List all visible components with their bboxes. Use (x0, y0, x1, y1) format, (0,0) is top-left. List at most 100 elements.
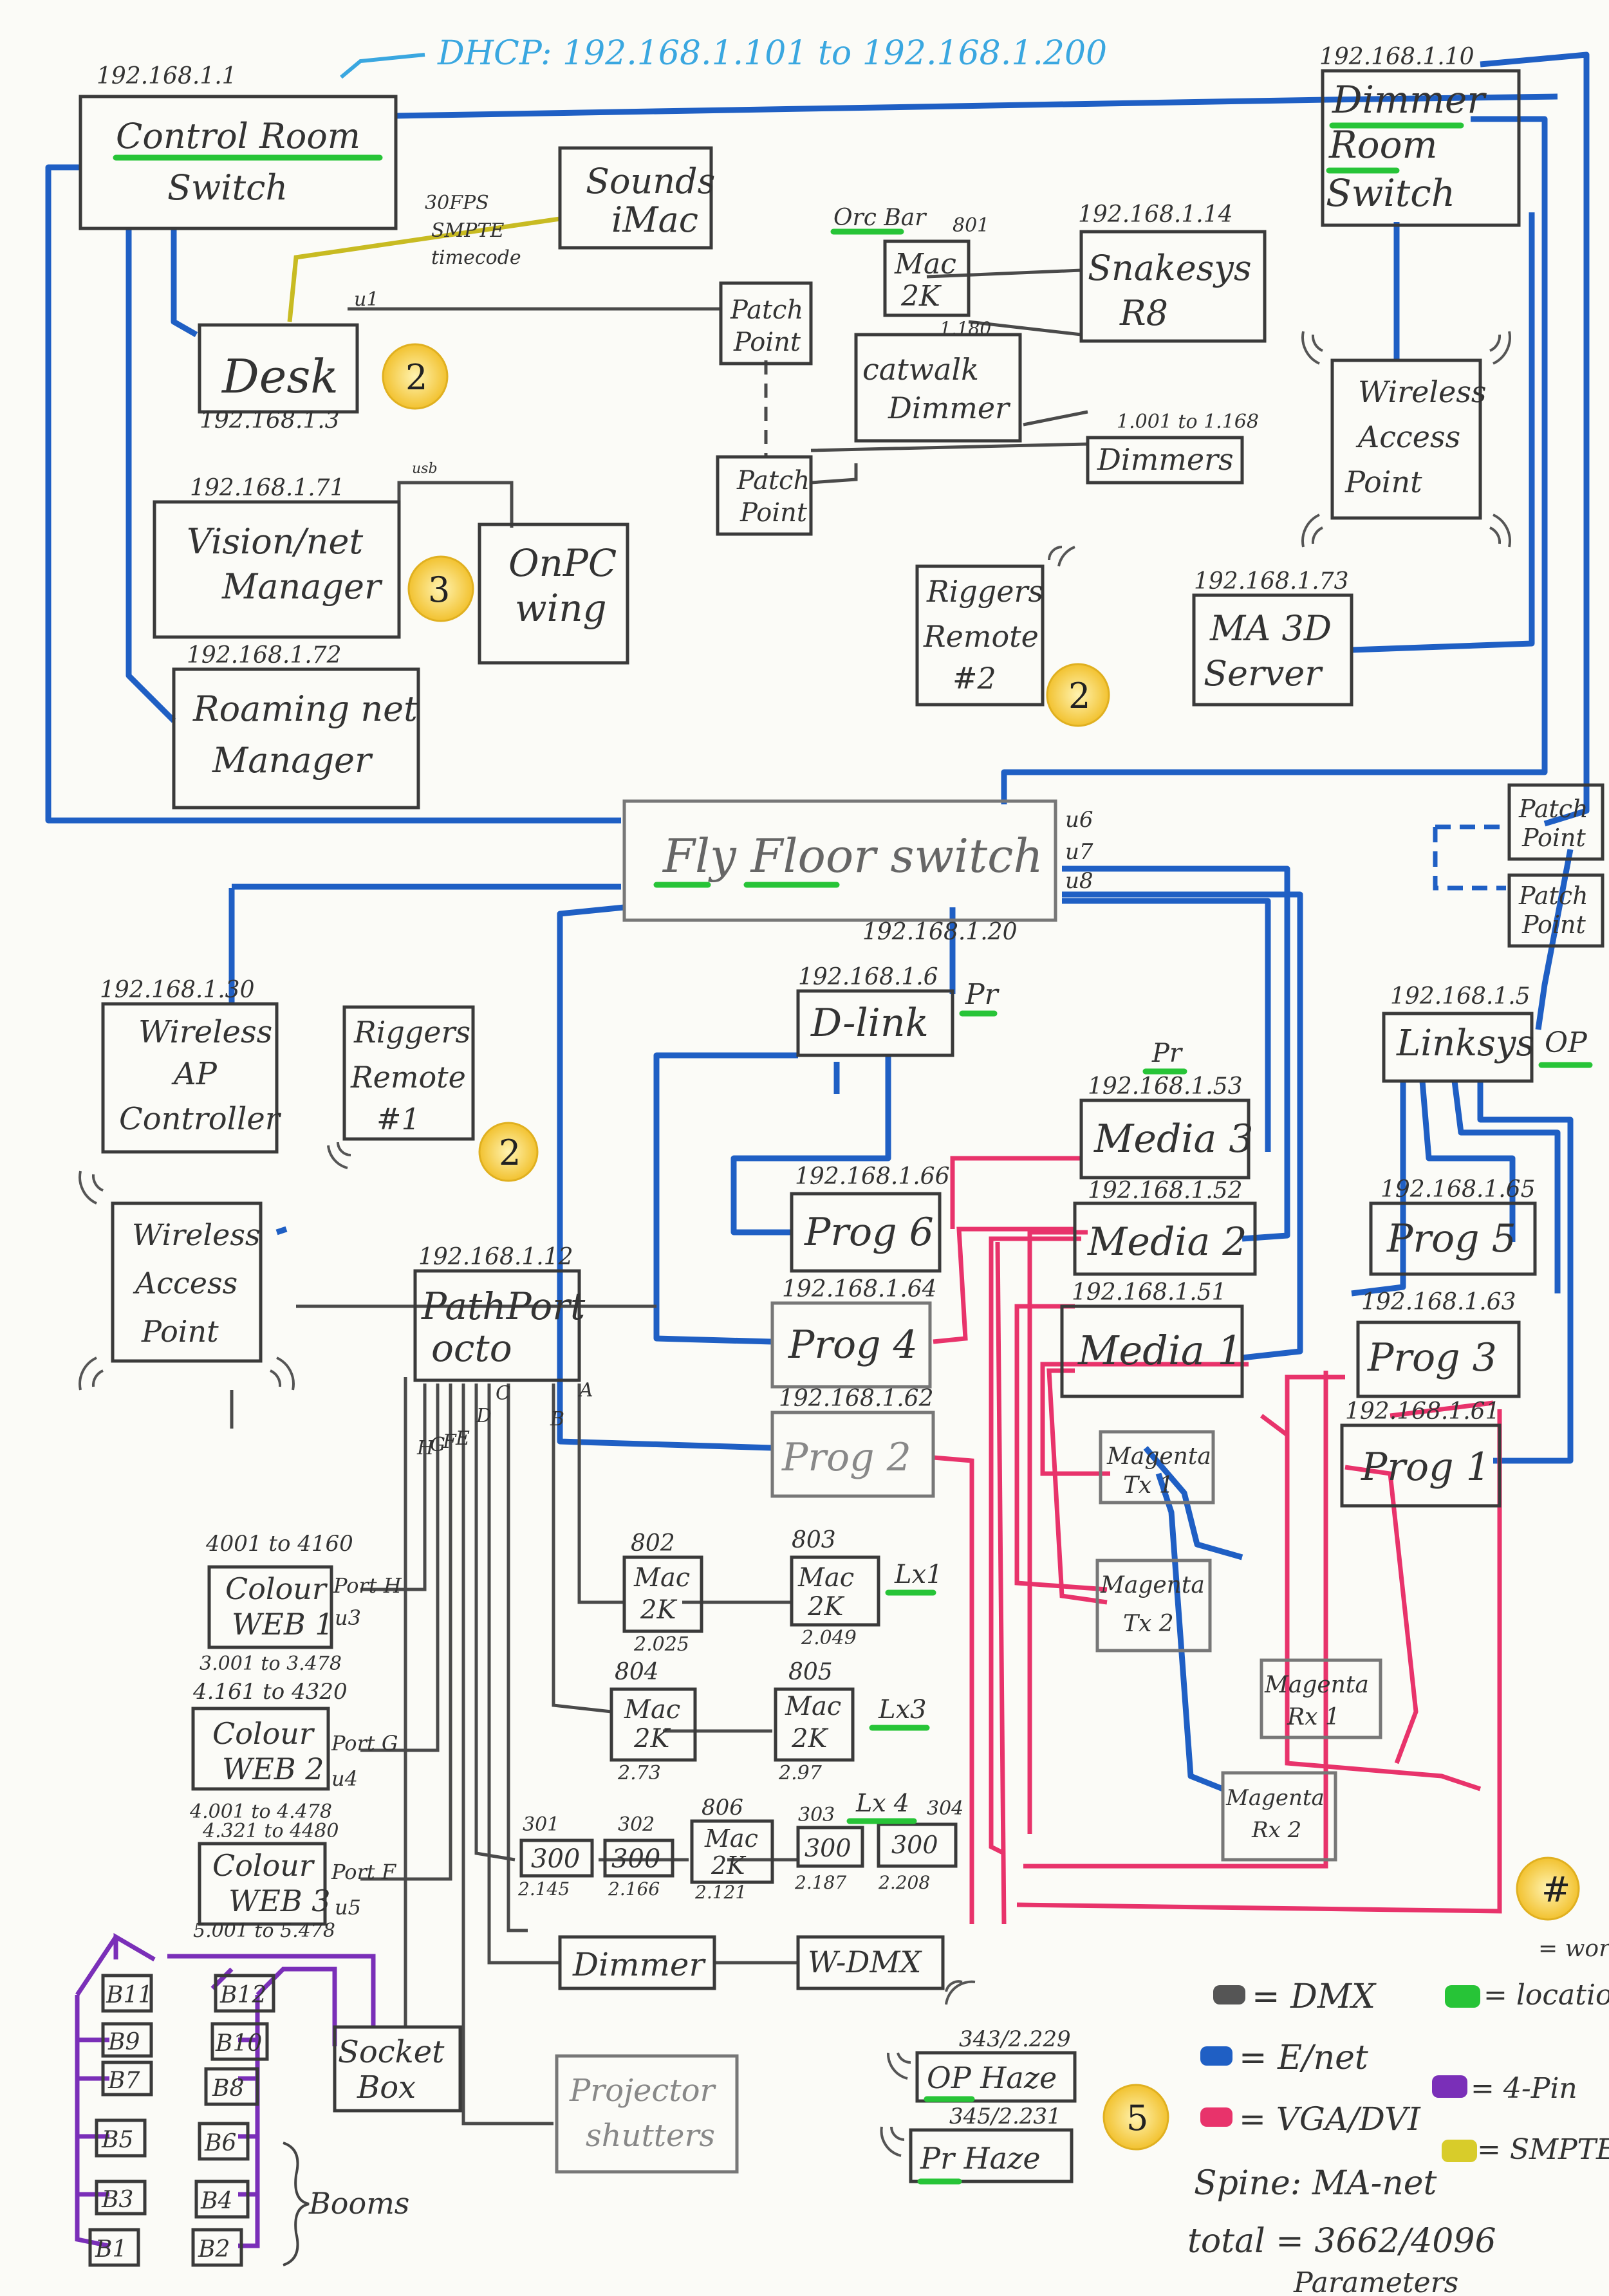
legend-vga-label: = VGA/DVI (1239, 2100, 1421, 2138)
fix303-top: 303 (798, 1804, 835, 1826)
ma3d-server-label2: Server (1204, 653, 1323, 694)
patch-point-top1-label2: Point (733, 328, 801, 357)
pathport-ip: 192.168.1.12 (418, 1244, 573, 1270)
wap-left-label2: Access (133, 1266, 237, 1301)
mac803-bottom: 2.049 (801, 1627, 857, 1649)
wap-controller-label1: Wireless (138, 1014, 272, 1050)
media1-ip: 192.168.1.51 (1072, 1279, 1226, 1306)
mac806-bottom: 2.121 (694, 1882, 747, 1903)
legend-spine: Spine: MA-net (1194, 2164, 1437, 2203)
boom-b3-label: B3 (101, 2187, 133, 2213)
boom-b10-label: B10 (215, 2030, 262, 2057)
magenta-tx2-label1: Magenta (1100, 1572, 1205, 1598)
smpte-note-line2: SMPTE (431, 219, 504, 242)
dimmers-label: Dimmers (1097, 442, 1234, 477)
legend-location: = location info (1445, 1979, 1609, 2012)
dlink-tag: Pr (965, 978, 1000, 1011)
wap-controller-label2: AP (171, 1056, 218, 1092)
op-haze-label: OP Haze (927, 2060, 1057, 2095)
globe-2c-label: 2 (499, 1133, 521, 1173)
fixture-304: 304 300 2.208 Lx 4 (846, 1789, 963, 1893)
boom-b11-label: B11 (106, 1982, 153, 2008)
snakesys-r8-label1: Snakesys (1088, 248, 1252, 288)
legend: = DMX = E/net = VGA/DVI Spine: MA-net to… (1187, 1936, 1609, 2296)
dimmers: Dimmers 1.001 to 1.168 (1086, 411, 1259, 485)
prog4-ip: 192.168.1.64 (782, 1276, 936, 1302)
dimmer-bottom-label: Dimmer (572, 1946, 706, 1983)
desk-ip: 192.168.1.3 (200, 407, 340, 434)
boom-b12: B12 (214, 1974, 275, 2013)
colour-web3-label2: WEB 3 (228, 1884, 331, 1918)
mac802-label2: 2K (640, 1595, 677, 1625)
magenta-rx2-label1: Magenta (1225, 1785, 1325, 1811)
patch-point-right2-label1: Patch (1518, 882, 1588, 910)
colour-web1-range-top: 4001 to 4160 (205, 1531, 353, 1557)
wireless-ap-controller: 192.168.1.30 Wireless AP Controller (100, 977, 282, 1154)
legend-smpte: = SMPTE Cable (1442, 2133, 1609, 2166)
catwalk-dimmer: catwalk Dimmer (854, 333, 1022, 443)
colour-web1-range-bottom: 3.001 to 3.478 (200, 1653, 342, 1675)
fixture-301: 301 300 2.145 (517, 1813, 594, 1900)
mac2k-orc-label1: Mac (894, 248, 956, 281)
boom-b4-label: B4 (200, 2188, 232, 2214)
linksys-switch: 192.168.1.5 Linksys OP (1382, 983, 1593, 1083)
prog1-ip: 192.168.1.61 (1345, 1398, 1500, 1425)
prog2-label: Prog 2 (781, 1435, 911, 1480)
boom-b4: B4 (194, 2180, 250, 2219)
mac805-top: 805 (788, 1659, 833, 1685)
riggers-remote-1: Riggers Remote #1 (327, 1005, 475, 1169)
prog6-ip: 192.168.1.66 (795, 1163, 949, 1190)
sounds-imac-label1: Sounds (586, 161, 715, 201)
snakesys-r8-label2: R8 (1119, 293, 1168, 333)
fixture-302: 302 300 2.166 (603, 1813, 674, 1900)
socket-box-label2: Box (357, 2069, 416, 2106)
mac804-label2: 2K (633, 1724, 671, 1754)
op-haze: 343/2.229 OP Haze (886, 2026, 1077, 2103)
fix302-top: 302 (618, 1813, 655, 1836)
prog3-label: Prog 3 (1367, 1335, 1497, 1380)
booms-label: Booms (308, 2186, 409, 2221)
colour-web3-range-bottom: 5.001 to 5.478 (193, 1920, 335, 1942)
desk: Desk 192.168.1.3 u1 (198, 288, 378, 434)
boom-b9-label: B9 (107, 2029, 140, 2055)
desk-port: u1 (354, 288, 378, 311)
wap-top-label3: Point (1344, 465, 1422, 499)
magenta-tx2-label2: Tx 2 (1123, 1611, 1174, 1637)
orc-bar-tag: Orc Bar (833, 205, 927, 231)
pathport-port-g: G (430, 1434, 445, 1456)
prog5-ip: 192.168.1.65 (1381, 1176, 1535, 1203)
fly-floor-u7: u7 (1065, 839, 1093, 865)
colour-web2-range-top: 4.161 to 4320 (192, 1679, 348, 1705)
colour-web-3: 4.001 to 4.478 4.321 to 4480 Colour WEB … (189, 1801, 397, 1942)
roaming-net-manager: 192.168.1.72 Roaming net Manager (172, 642, 420, 810)
dimmer-room-switch-ip: 192.168.1.10 (1319, 44, 1474, 70)
wifi-waves-icon (945, 1980, 976, 2005)
wap-top-label2: Access (1355, 420, 1460, 454)
pr-haze-label: Pr Haze (920, 2141, 1041, 2176)
mac805-bottom: 2.97 (778, 1762, 823, 1784)
prog-2: 192.168.1.62 Prog 2 (770, 1385, 935, 1498)
colour-web3-u: u5 (335, 1895, 361, 1920)
wifi-waves-icon (1301, 331, 1511, 548)
prog-1: 192.168.1.61 Prog 1 (1340, 1398, 1502, 1508)
wifi-waves-icon (880, 2126, 905, 2157)
dimmer-room-switch-label1: Dimmer (1332, 78, 1487, 122)
usb-label: usb (412, 461, 438, 477)
riggers-remote-2-label1: Riggers (926, 574, 1043, 609)
globe-icon: 3 (407, 555, 474, 622)
riggers-remote-2-label2: Remote (923, 619, 1039, 654)
patch-point-right1-label2: Point (1521, 824, 1586, 852)
lx4-tag: Lx 4 (855, 1789, 909, 1817)
smpte-note-line3: timecode (431, 246, 521, 269)
legend-dmx: = DMX (1213, 1977, 1377, 2016)
dimmer-room-switch-label3: Switch (1326, 171, 1455, 215)
patch-point-top2-label2: Point (739, 498, 808, 528)
prog5-label: Prog 5 (1386, 1216, 1516, 1261)
colour-web1-label1: Colour (225, 1571, 328, 1606)
globe-icon: 5 (1102, 2084, 1169, 2151)
riggers-remote-1-label3: #1 (377, 1102, 420, 1136)
patch-point-right2: Patch Point (1507, 873, 1604, 948)
boom-b2: B2 (191, 2228, 243, 2267)
patch-point-right2-label2: Point (1521, 911, 1586, 939)
